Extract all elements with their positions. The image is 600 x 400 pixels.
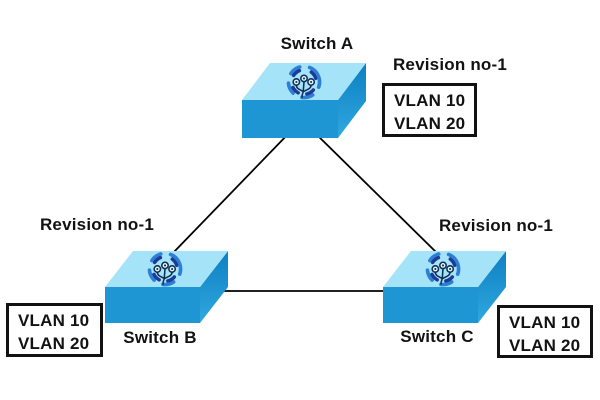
vlan-entry: VLAN 20 xyxy=(18,334,90,353)
switch-b-revision-label: Revision no-1 xyxy=(39,215,155,234)
switch-c-node xyxy=(383,246,506,323)
link-switch-a-switch-c xyxy=(311,129,439,255)
switch-c-front-face xyxy=(383,287,478,323)
switch-a-revision-label: Revision no-1 xyxy=(392,55,508,74)
switch-a-node xyxy=(242,59,366,138)
vlan-entry: VLAN 20 xyxy=(509,336,581,355)
vlan-entry: VLAN 10 xyxy=(509,313,581,332)
switch-a-label: Switch A xyxy=(280,34,354,53)
switch-b-node xyxy=(105,246,228,323)
switch-c-label: Switch C xyxy=(400,327,474,346)
switch-a-vlan-box: VLAN 10 VLAN 20 xyxy=(382,83,477,137)
switch-c-revision-label: Revision no-1 xyxy=(438,216,554,235)
vlan-entry: VLAN 10 xyxy=(394,91,466,110)
vlan-entry: VLAN 20 xyxy=(394,114,466,133)
switch-b-vlan-box: VLAN 10 VLAN 20 xyxy=(6,303,103,357)
switch-a-side-face xyxy=(338,63,366,138)
vlan-entry: VLAN 10 xyxy=(18,311,90,330)
switch-b-front-face xyxy=(105,287,200,323)
switch-c-vlan-box: VLAN 10 VLAN 20 xyxy=(497,305,593,358)
switch-b-label: Switch B xyxy=(123,328,197,347)
link-switch-a-switch-b xyxy=(171,129,293,255)
switch-a-front-face xyxy=(242,100,338,138)
switch-b-side-face xyxy=(200,251,228,323)
switch-c-side-face xyxy=(478,251,506,323)
